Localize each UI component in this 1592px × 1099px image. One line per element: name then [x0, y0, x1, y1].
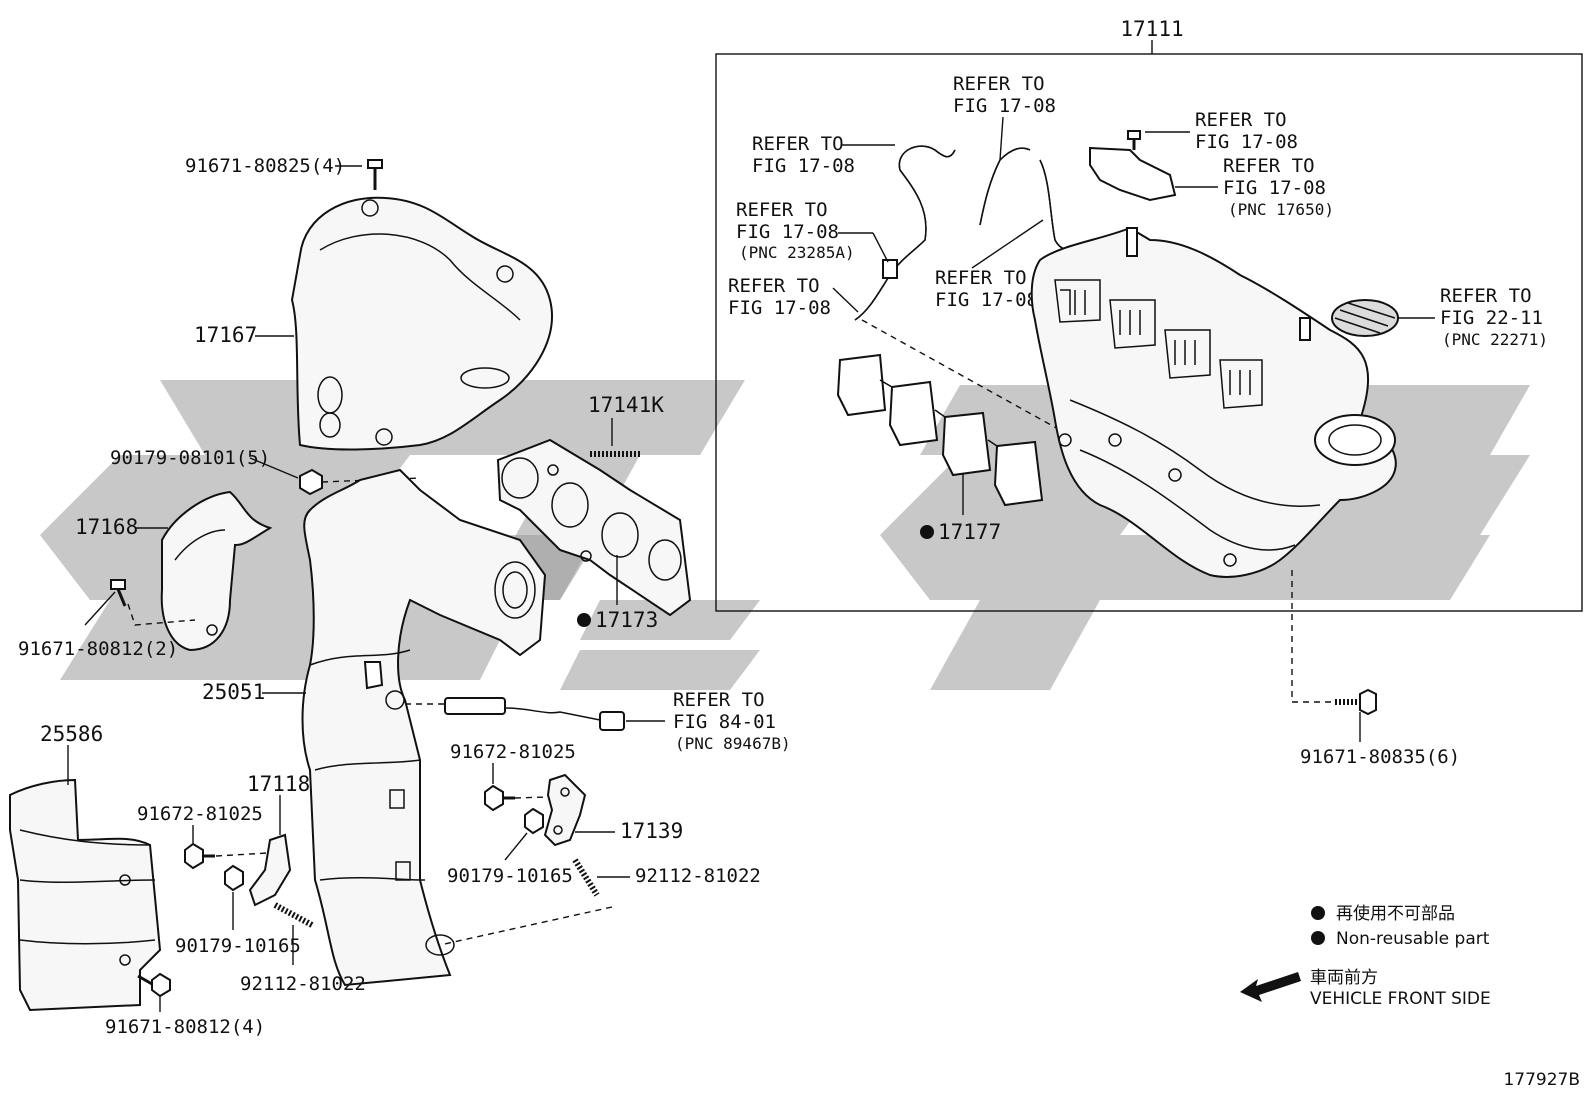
front-arrow-icon: [1240, 972, 1301, 1002]
nut-90179-10165-right: [524, 807, 544, 835]
legend-nonreusable-jp: 再使用不可部品: [1336, 903, 1455, 924]
ref-h-line2: FIG 22-11: [1440, 307, 1543, 329]
bolt-91672-81025-right: [484, 784, 515, 812]
ref-c-line2: FIG 17-08: [728, 297, 831, 319]
ref-d-line2: FIG 17-08: [953, 95, 1056, 117]
label-17167: 17167: [194, 323, 257, 347]
ref-d-line1: REFER TO: [953, 73, 1045, 95]
stud-92112-81022-left: [273, 902, 314, 928]
label-25586: 25586: [40, 722, 103, 746]
intake-manifold: [1030, 226, 1397, 578]
legend-front-jp: 車両前方: [1310, 968, 1378, 988]
label-17139: 17139: [620, 819, 683, 843]
ref-g-line2: FIG 17-08: [1223, 177, 1326, 199]
stud-92112-81022-right: [572, 858, 600, 897]
legend-front-en: VEHICLE FRONT SIDE: [1310, 989, 1491, 1009]
bolt-91671-80835: [1335, 688, 1377, 716]
label-92112-81022-left: 92112-81022: [240, 973, 366, 995]
label-90179-10165-right: 90179-10165: [447, 865, 573, 887]
label-91671-80812-4: 91671-80812(4): [105, 1016, 265, 1038]
ref-b-line2: FIG 17-08: [736, 221, 839, 243]
ref-84-01-line3: (PNC 89467B): [675, 734, 791, 753]
heat-insulator-17167: [290, 196, 553, 451]
manifold-gasket-17173: [496, 438, 692, 617]
ref-a-line2: FIG 17-08: [752, 155, 855, 177]
legend-nonreusable-en: Non-reusable part: [1336, 929, 1490, 949]
ref-84-01-line2: FIG 84-01: [673, 711, 776, 733]
label-91671-80835: 91671-80835(6): [1300, 746, 1460, 768]
intake-gaskets-17177: [836, 353, 1044, 507]
nonreusable-dot-17173: [577, 613, 591, 627]
assembly-label-17111: 17111: [1120, 17, 1183, 41]
pcv-hose-middle: [979, 147, 1076, 251]
heat-insulator-17168: [160, 490, 273, 652]
ref-e-line2: FIG 17-08: [935, 289, 1038, 311]
nonreusable-dot-17177: [920, 525, 934, 539]
label-17118: 17118: [247, 772, 310, 796]
nut-90179-10165-left: [224, 864, 244, 892]
bolt-91671-80812-4: [137, 972, 171, 998]
label-91671-80825: 91671-80825(4): [185, 155, 345, 177]
bolt-91672-81025-left: [184, 842, 215, 870]
nut-90179-08101: [299, 468, 323, 496]
bolt-91671-80812-2: [110, 579, 127, 607]
ref-b-line1: REFER TO: [736, 199, 828, 221]
heat-insulator-25586: [9, 778, 162, 1012]
ref-g-line1: REFER TO: [1223, 155, 1315, 177]
label-25051: 25051: [202, 680, 265, 704]
label-17177: 17177: [938, 520, 1001, 544]
ref-a-line1: REFER TO: [752, 133, 844, 155]
label-91672-81025-right: 91672-81025: [450, 741, 576, 763]
label-91672-81025-left: 91672-81025: [137, 803, 263, 825]
label-92112-81022-right: 92112-81022: [635, 865, 761, 887]
ref-e-line1: REFER TO: [935, 267, 1027, 289]
pcv-hose-left: [854, 145, 956, 321]
label-17141K: 17141K: [588, 393, 664, 417]
ref-b-line3: (PNC 23285A): [739, 243, 855, 262]
bracket-17118: [248, 833, 292, 907]
legend: 再使用不可部品 Non-reusable part 車両前方 VEHICLE F…: [1240, 903, 1491, 1009]
throttle-gasket: [1331, 299, 1399, 337]
figure-id: 177927B: [1503, 1070, 1580, 1090]
ref-h-line1: REFER TO: [1440, 285, 1532, 307]
label-91671-80812-2: 91671-80812(2): [18, 638, 178, 660]
ref-84-01-line1: REFER TO: [673, 689, 765, 711]
label-90179-10165-left: 90179-10165: [175, 935, 301, 957]
ref-c-line1: REFER TO: [728, 275, 820, 297]
bracket-17139: [543, 773, 587, 847]
ref-f-line2: FIG 17-08: [1195, 131, 1298, 153]
ref-f-line1: REFER TO: [1195, 109, 1287, 131]
oxygen-sensor: [444, 697, 625, 731]
ref-h-line3: (PNC 22271): [1442, 330, 1548, 349]
bolt-91671-80825: [367, 159, 383, 190]
exhaust-manifold-converter-25051: [301, 468, 547, 987]
vsv-bracket: [1089, 130, 1177, 202]
label-17173: 17173: [595, 608, 658, 632]
intake-manifold-assembly-box: [715, 53, 1583, 612]
ref-g-line3: (PNC 17650): [1228, 200, 1334, 219]
label-17168: 17168: [75, 515, 138, 539]
label-90179-08101: 90179-08101(5): [110, 447, 270, 469]
